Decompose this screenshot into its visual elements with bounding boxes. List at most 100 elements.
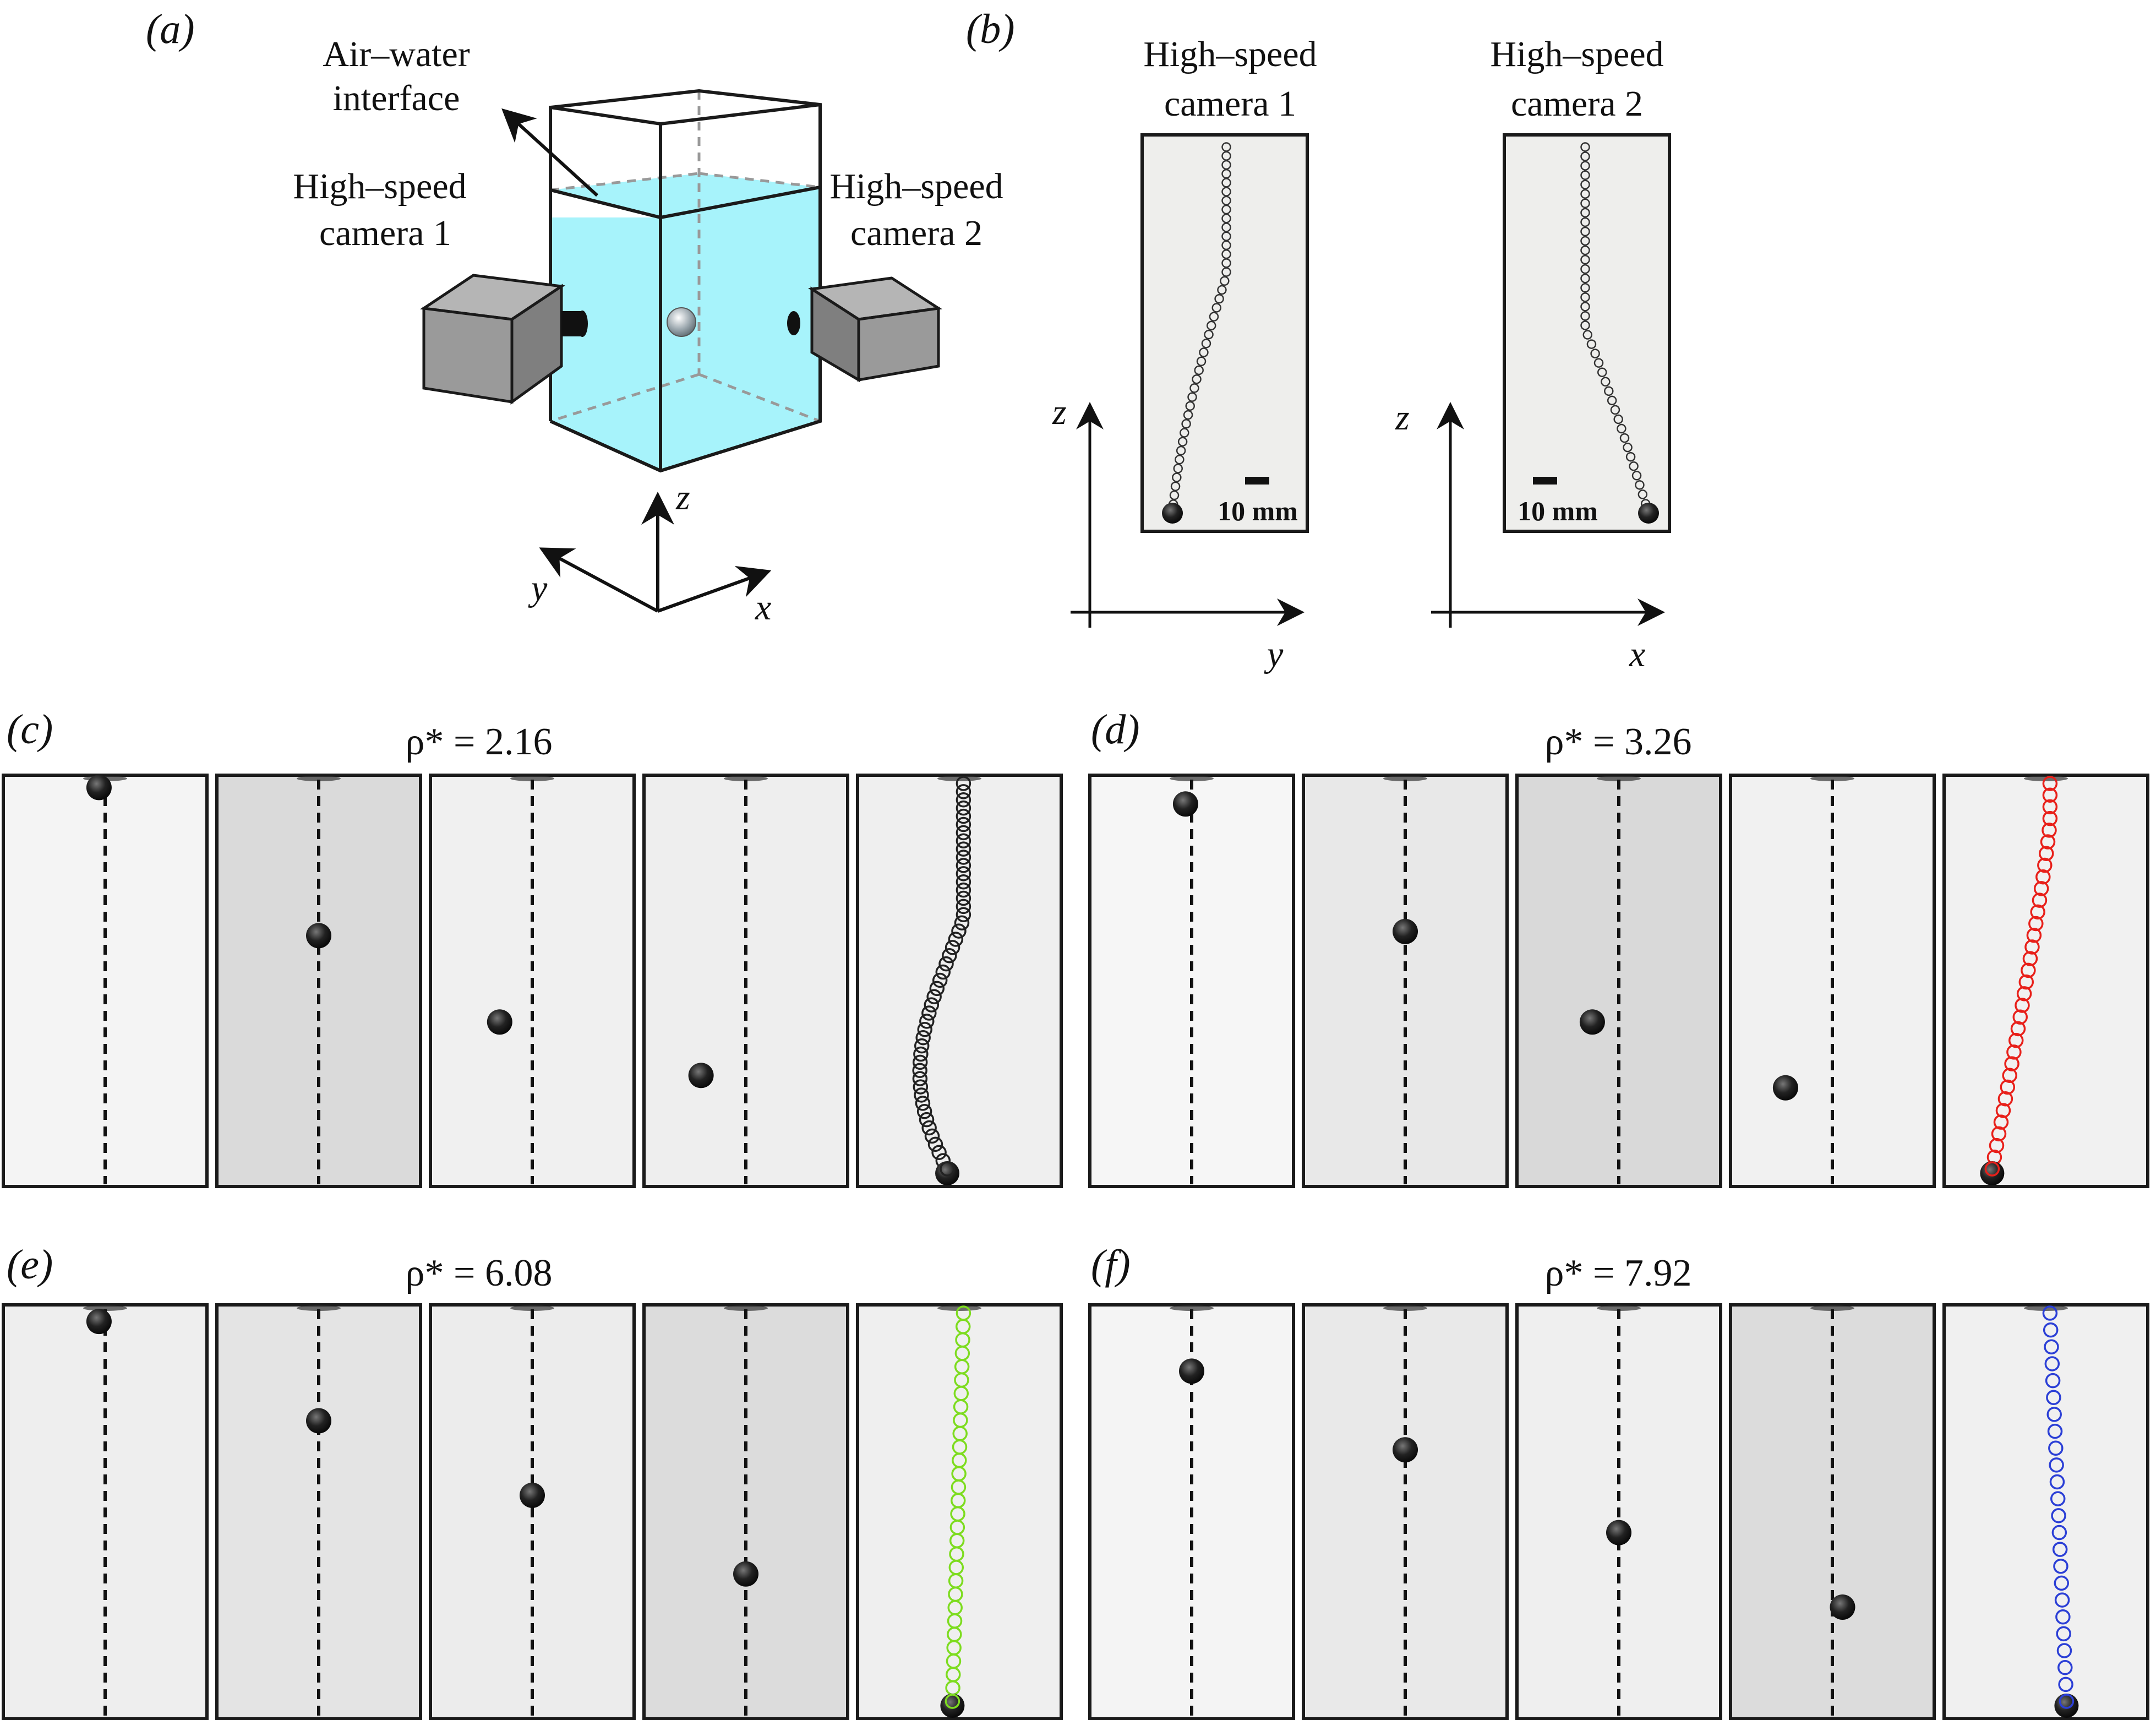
trace-point-f xyxy=(2047,1423,2063,1439)
surface-mark xyxy=(297,1305,341,1311)
panel-label-c: (c) xyxy=(7,706,53,753)
trace-point-f xyxy=(2042,1305,2058,1321)
trace-point-c xyxy=(945,940,960,955)
panel-a: (a) Air–water xyxy=(146,6,1003,628)
view2-trace-point xyxy=(1631,471,1642,481)
trace-point-c xyxy=(956,890,971,906)
trace-point-d xyxy=(2030,904,2045,920)
trace-point-c xyxy=(938,956,954,972)
trace-point-d xyxy=(2042,799,2058,815)
panel-f: (f) ρ* = 7.92 xyxy=(1088,1242,2149,1720)
surface-mark xyxy=(724,1305,768,1311)
camera-1-icon xyxy=(420,274,588,405)
view1-trace-point xyxy=(1187,392,1197,402)
trace-point-c xyxy=(954,915,970,930)
tank xyxy=(549,89,822,473)
trace-point-d xyxy=(2032,892,2048,908)
trace-point-c xyxy=(942,948,957,964)
strip-e xyxy=(2,1303,1063,1720)
trace-point-c xyxy=(956,866,971,881)
view2-trace-point xyxy=(1607,395,1617,406)
view-cam2-line1: High–speed xyxy=(1490,34,1663,74)
view1-trace-point xyxy=(1204,329,1214,340)
surface-mark xyxy=(1170,1305,1214,1311)
view2-trace-point xyxy=(1635,480,1645,490)
view2-trace-point xyxy=(1580,189,1590,199)
view1-trace-point xyxy=(1172,472,1182,482)
view1-trace-point xyxy=(1221,267,1231,277)
title-d: ρ* = 3.26 xyxy=(1545,721,1692,763)
view2-trace-point xyxy=(1580,179,1590,189)
trace-point-d xyxy=(2004,1056,2019,1071)
panel-d: (d) ρ* = 3.26 xyxy=(1088,706,2149,1188)
view2-trace-point xyxy=(1580,151,1590,161)
trace-point-c xyxy=(912,1063,927,1079)
trace-point-c xyxy=(915,1030,931,1046)
trace-point-c xyxy=(956,833,971,849)
trace-point-d xyxy=(2016,986,2032,1001)
setup-cam1-line2: camera 1 xyxy=(319,213,451,253)
view1-trace-point xyxy=(1189,383,1199,393)
trace-point-d xyxy=(2042,787,2058,803)
interface-label-line1: Air–water xyxy=(323,34,470,74)
view2-trace-point xyxy=(1590,349,1600,358)
view1-trace-point xyxy=(1201,339,1211,349)
trace-point-c xyxy=(914,1087,929,1103)
trace-point-d xyxy=(2021,962,2036,978)
panel-e: (e) ρ* = 6.08 xyxy=(2,1242,1063,1720)
trace-point-d xyxy=(1984,1161,2000,1177)
sphere-d-2 xyxy=(1393,918,1418,944)
camera-2-icon xyxy=(787,276,943,383)
view2-trace-point xyxy=(1601,377,1611,387)
trace-point-f xyxy=(2056,1626,2071,1642)
view2-trace-point xyxy=(1619,433,1630,443)
trace-point-c xyxy=(956,858,971,873)
trace-point-d xyxy=(2033,881,2049,896)
panel-c: (c) ρ* = 2.16 xyxy=(2,706,1063,1188)
view2-trace-point xyxy=(1580,226,1590,237)
title-c: ρ* = 2.16 xyxy=(406,721,553,763)
surface-mark xyxy=(510,1305,554,1311)
panel-label-b: (b) xyxy=(966,6,1015,52)
surface-mark xyxy=(1810,1305,1854,1311)
trace-point-c xyxy=(914,1038,930,1054)
view2-trace-point xyxy=(1586,339,1597,349)
sphere-e-2 xyxy=(306,1408,331,1434)
water-side xyxy=(661,187,820,471)
trace-point-f xyxy=(2045,1373,2061,1389)
trace-point-f xyxy=(2054,1592,2070,1608)
view1-trace-point xyxy=(1183,410,1193,420)
trace-point-f xyxy=(2051,1525,2067,1541)
view1-trace-point xyxy=(1176,445,1186,456)
trace-point-f xyxy=(2050,1491,2066,1506)
sphere-e-4 xyxy=(733,1561,758,1587)
surface-mark xyxy=(297,776,341,781)
view2-trace-point xyxy=(1580,161,1590,171)
trace-point-f xyxy=(2055,1609,2071,1625)
view2-trace-point xyxy=(1580,292,1590,302)
view1-trace-point xyxy=(1170,481,1181,492)
view2-trace-point xyxy=(1580,273,1590,284)
view2-trace-point xyxy=(1580,302,1590,312)
view2-trace-point xyxy=(1613,414,1623,424)
view2-trace-point xyxy=(1580,217,1590,227)
trace-point-f xyxy=(2046,1390,2061,1406)
trace-point-c xyxy=(926,989,942,1004)
view2-trace-point xyxy=(1580,236,1590,246)
trace-point-d xyxy=(2037,857,2053,873)
trace-point-d xyxy=(2042,810,2058,826)
trace-point-d xyxy=(2028,916,2044,932)
sphere-d-3 xyxy=(1579,1009,1605,1035)
view2-trace-point xyxy=(1629,461,1639,471)
trace-point-f xyxy=(2057,1659,2073,1675)
strip-d xyxy=(1088,774,2149,1188)
trace-point-c xyxy=(935,964,951,980)
trace-point-c xyxy=(956,800,971,816)
trace-point-f xyxy=(2051,1508,2066,1523)
view2-trace-point xyxy=(1610,405,1620,415)
view-axis-right-x: x xyxy=(1629,634,1645,674)
title-f: ρ* = 7.92 xyxy=(1545,1252,1692,1294)
sphere-f-2 xyxy=(1393,1437,1418,1463)
trace-point-d xyxy=(1995,1103,2011,1118)
surface-mark xyxy=(83,1305,127,1311)
